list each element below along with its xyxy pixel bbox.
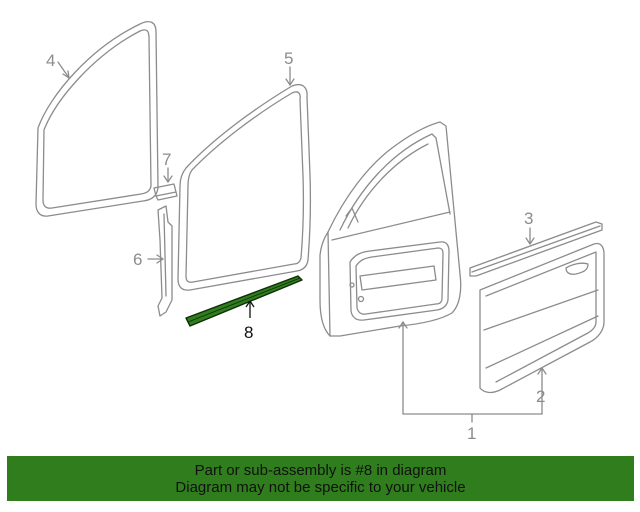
part-8-sill-strip (185, 275, 303, 327)
banner-line-2: Diagram may not be specific to your vehi… (175, 478, 466, 496)
callout-8: 8 (244, 323, 253, 342)
part-7-clip (153, 183, 178, 201)
callout-4: 4 (46, 51, 55, 70)
part-6-pillar-trim (157, 205, 173, 317)
callout-7: 7 (162, 150, 171, 169)
leader-lines-1-2 (402, 321, 543, 423)
arrowhead-1 (398, 321, 408, 329)
arrowhead-7 (163, 175, 173, 183)
arrowhead-3 (525, 237, 535, 245)
arrowhead-2 (537, 367, 547, 375)
callout-1: 1 (467, 424, 476, 443)
part-2-door-skin (479, 242, 605, 394)
banner-line-1: Part or sub-assembly is #8 in diagram (194, 461, 447, 479)
arrowhead-6 (156, 254, 164, 264)
leader-line-4 (57, 61, 70, 79)
part-5-weatherstrip (177, 83, 312, 291)
part-4-weatherstrip (35, 21, 159, 217)
leader-line-8 (245, 300, 255, 318)
callout-6: 6 (133, 250, 142, 269)
part-3-belt-moulding (469, 221, 603, 277)
callout-2: 2 (536, 387, 545, 406)
arrowhead-5 (285, 78, 295, 86)
part-1-door-shell (319, 121, 462, 337)
parts-diagram: 4 5 7 6 3 2 1 8 (35, 21, 605, 443)
callout-5: 5 (284, 49, 293, 68)
arrowhead-4 (62, 70, 70, 79)
callout-3: 3 (524, 209, 533, 228)
vehicle-fit-banner: Part or sub-assembly is #8 in diagram Di… (7, 456, 634, 501)
